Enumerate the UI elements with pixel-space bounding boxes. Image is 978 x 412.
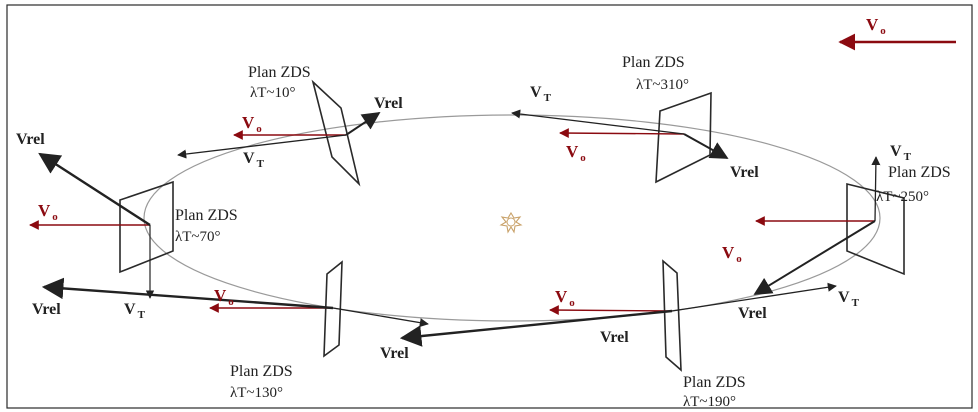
vrel-label-190b: Vrel [600, 329, 629, 346]
vrel-label-10: Vrel [374, 95, 403, 112]
vrel-arrow-70 [38, 152, 151, 227]
sun-icon [499, 211, 523, 234]
vrel-arrow-250 [753, 220, 876, 295]
lambda-label-10: λT~10° [250, 85, 296, 101]
vrel-label-310: Vrel [730, 164, 759, 181]
figure-frame [6, 4, 973, 409]
vt-arrow-10 [177, 134, 347, 159]
plan-label-10: Plan ZDS [248, 64, 311, 81]
vrel-label-190a: Vrel [380, 345, 409, 362]
plane-frame-190 [662, 259, 682, 372]
plane-frame-130 [323, 260, 343, 358]
lambda-label-310: λT~310° [636, 77, 689, 93]
plane-frame-310 [655, 91, 712, 184]
vo-arrow-310 [559, 128, 685, 138]
plan-label-310: Plan ZDS [622, 54, 685, 71]
vt-arrow-190 [671, 282, 837, 312]
vrel-arrow-10 [345, 112, 381, 136]
plane-frame-70 [119, 180, 174, 274]
plan-label-130: Plan ZDS [230, 363, 293, 380]
vrel-label-130: Vrel [32, 301, 61, 318]
vrel-arrow-310 [683, 133, 729, 159]
plan-label-70: Plan ZDS [175, 207, 238, 224]
vrel-arrow-130 [41, 277, 334, 310]
lambda-label-250: λT~250° [876, 189, 929, 205]
vrel-label-250: Vrel [738, 305, 767, 322]
vt-arrow-130 [332, 307, 429, 328]
vt-arrow-250 [871, 156, 881, 222]
plan-label-190: Plan ZDS [683, 374, 746, 391]
vt-arrow-310 [511, 109, 685, 135]
plane-frame-10 [311, 79, 361, 187]
lambda-label-70: λT~70° [175, 229, 221, 245]
lambda-label-130: λT~130° [230, 385, 283, 401]
plane-frame-250 [846, 182, 905, 276]
vrel-label-70: Vrel [16, 131, 45, 148]
lambda-label-190: λT~190° [683, 394, 736, 410]
vo-arrow-190 [549, 305, 673, 315]
plan-label-250: Plan ZDS [888, 164, 951, 181]
vrel-arrow-190 [399, 309, 673, 347]
